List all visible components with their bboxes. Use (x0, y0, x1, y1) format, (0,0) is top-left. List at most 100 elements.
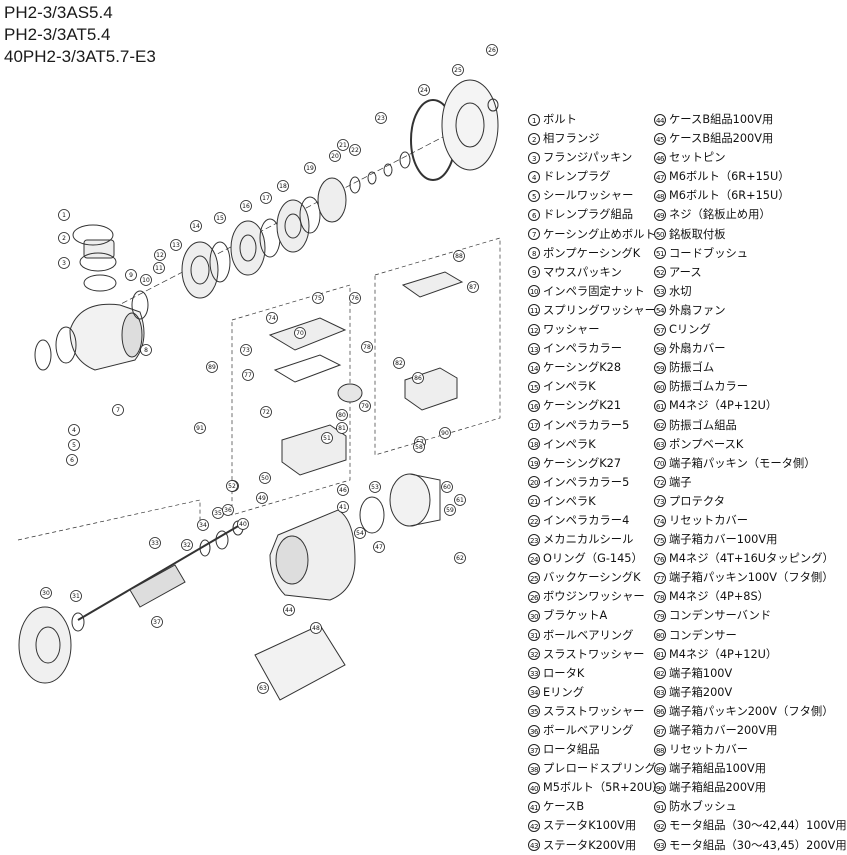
legend-label: M4ネジ（4P+12U） (669, 647, 778, 661)
callout-31: 31 (70, 590, 82, 602)
legend-number-badge: 4 (528, 170, 540, 183)
svg-text:59: 59 (446, 507, 454, 514)
legend-number-badge: 23 (528, 533, 540, 546)
callout-21: 21 (337, 139, 349, 151)
legend-label: M5ボルト（5R+20U） (543, 781, 664, 795)
legend-label: ボルト (543, 113, 577, 126)
svg-text:30: 30 (42, 590, 50, 597)
callout-11: 11 (153, 262, 165, 274)
legend-label: M6ボルト（6R+15U） (669, 189, 790, 203)
callout-13: 13 (170, 239, 182, 251)
svg-text:34: 34 (199, 522, 207, 529)
legend-number-badge: 48 (654, 189, 666, 202)
svg-text:14: 14 (192, 223, 200, 230)
legend-number-badge: 32 (528, 648, 540, 661)
legend-number-badge: 22 (528, 514, 540, 527)
legend-label: コンデンサー (669, 628, 737, 642)
svg-text:6: 6 (70, 457, 74, 464)
svg-text:13: 13 (172, 242, 180, 249)
callout-32: 32 (181, 539, 193, 551)
legend-number-badge: 59 (654, 361, 666, 374)
legend-number-badge: 60 (654, 380, 666, 393)
legend-number-badge: 2 (528, 132, 540, 145)
svg-text:90: 90 (441, 430, 449, 437)
legend-label: アース (669, 265, 702, 279)
svg-text:44: 44 (285, 607, 293, 614)
legend-label: モータ組品（30〜43,45）200V用 (669, 838, 847, 852)
legend-number-badge: 42 (528, 820, 540, 833)
legend-label: ドレンプラグ (543, 170, 611, 184)
svg-text:50: 50 (261, 475, 269, 482)
callout-76: 76 (349, 292, 361, 304)
svg-text:4: 4 (72, 427, 76, 434)
svg-text:79: 79 (361, 403, 369, 410)
model-title-3: 40PH2-3/3AT5.7-E3 (4, 47, 156, 66)
callout-58: 58 (413, 441, 425, 453)
svg-text:31: 31 (72, 593, 80, 600)
legend-label: メカニカルシール (543, 533, 634, 547)
callout-34: 34 (197, 519, 209, 531)
svg-text:62: 62 (456, 555, 464, 562)
legend-number-badge: 80 (654, 629, 666, 642)
legend-number-badge: 11 (528, 304, 540, 317)
svg-text:86: 86 (414, 375, 422, 382)
svg-text:63: 63 (259, 685, 267, 692)
legend-label: モータ組品（30〜42,44）100V用 (669, 819, 847, 833)
legend-label: ワッシャー (543, 323, 600, 337)
legend-number-badge: 76 (654, 552, 666, 565)
legend-label: ケーシング止めボルト (543, 227, 656, 241)
svg-text:17: 17 (262, 195, 270, 202)
svg-text:40: 40 (239, 521, 247, 528)
legend-label: セットピン (669, 151, 726, 165)
svg-text:32: 32 (183, 542, 191, 549)
callout-51: 51 (321, 432, 333, 444)
svg-text:51: 51 (323, 435, 331, 442)
legend-number-badge: 16 (528, 399, 540, 412)
callout-79: 79 (359, 400, 371, 412)
callout-18: 18 (277, 180, 289, 192)
callout-33: 33 (149, 537, 161, 549)
legend-label: コンデンサーバンド (669, 609, 772, 623)
callout-12: 12 (154, 249, 166, 261)
legend-number-badge: 18 (528, 438, 540, 451)
legend-label: 端子箱カバー100V用 (669, 533, 778, 547)
callout-41: 41 (337, 501, 349, 513)
legend-label: M4ネジ（4P+8S） (669, 590, 769, 604)
legend-label: 外扇カバー (669, 342, 726, 356)
legend-label: ブラケットA (543, 609, 608, 623)
svg-text:52: 52 (228, 483, 236, 490)
callout-15: 15 (214, 212, 226, 224)
legend-number-badge: 53 (654, 285, 666, 298)
legend-label: ロータ組品 (543, 743, 600, 757)
legend-number-badge: 44 (654, 113, 666, 126)
legend-label: 端子箱100V (669, 666, 733, 680)
callout-7: 7 (112, 404, 124, 416)
legend-label: 端子箱組品200V用 (669, 781, 767, 795)
svg-text:91: 91 (196, 425, 204, 432)
legend-label: 端子 (669, 475, 692, 489)
svg-text:37: 37 (153, 619, 161, 626)
legend-label: インペラK (543, 380, 596, 394)
callout-30: 30 (40, 587, 52, 599)
legend-label: 銘板取付板 (669, 227, 726, 241)
legend-label: バックケーシングK (543, 571, 641, 585)
